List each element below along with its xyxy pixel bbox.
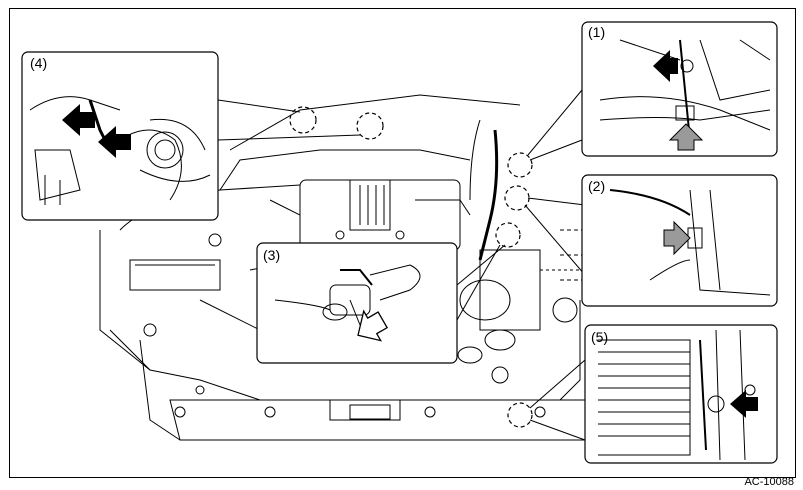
hollow-arrow-3: [357, 309, 389, 342]
location-circle-3: [495, 222, 521, 248]
black-arrow-5: [730, 390, 758, 418]
callout-label-3: (3): [263, 247, 281, 263]
figure-code: AC-10088: [744, 476, 794, 488]
brake-fluid-reservoir: [479, 249, 541, 331]
battery: [129, 259, 221, 291]
callout-label-4: (4): [30, 55, 48, 71]
radiator-support-outline: [99, 230, 581, 401]
location-circle-1: [507, 152, 533, 178]
location-circle-2: [504, 185, 530, 211]
gray-arrow-1: [668, 123, 704, 151]
inset-panel-3: [256, 242, 458, 364]
location-circle-4a: [289, 106, 317, 134]
location-circle-5: [507, 402, 533, 428]
intake-manifold: [299, 179, 461, 251]
inset-panel-5: [584, 324, 778, 464]
callout-label-2: (2): [588, 178, 606, 194]
black-arrow-4b: [98, 126, 131, 158]
callout-label-5: (5): [591, 329, 609, 345]
inset-panel-1: [581, 21, 778, 157]
location-circle-4b: [356, 112, 384, 140]
callout-label-1: (1): [588, 24, 606, 40]
black-arrow-1: [653, 50, 678, 82]
gray-arrow-2: [663, 220, 691, 256]
black-arrow-4a: [62, 104, 95, 136]
